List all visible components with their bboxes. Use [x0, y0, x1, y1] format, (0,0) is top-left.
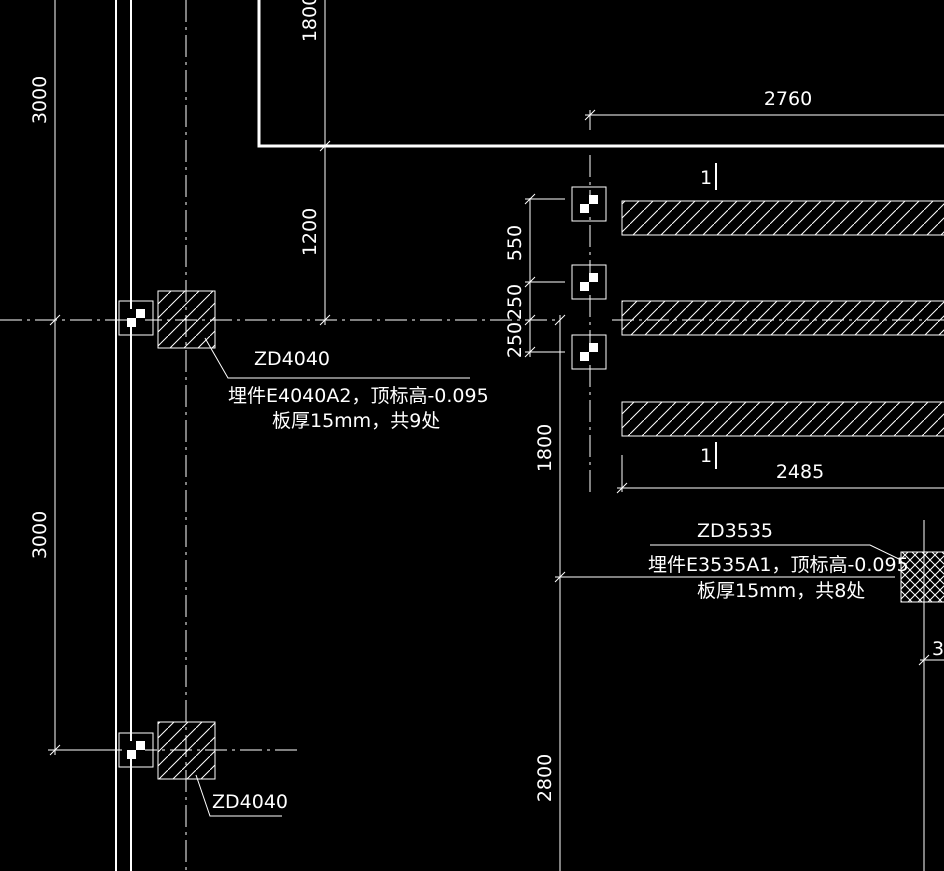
beam-bottom	[621, 401, 944, 437]
label-zd4040-top: ZD4040	[254, 348, 330, 370]
leader-zd4040-top	[204, 337, 470, 379]
beam-middle	[621, 300, 944, 336]
section-label-bottom: 1	[700, 445, 712, 467]
column-hatch-left-bottom	[157, 721, 216, 780]
embed-plate-right-3	[571, 334, 607, 370]
dim-3000-bottom: 3000	[29, 511, 51, 559]
dim-1800-top: 1800	[299, 0, 321, 42]
dim-2485-line	[616, 455, 944, 494]
dim-1800-mid: 1800	[534, 424, 556, 472]
column-crosshatch-right	[900, 551, 944, 603]
dim-550-250-line	[524, 193, 565, 358]
embed-plate-right-2	[571, 264, 607, 300]
embed-plate-left-top	[118, 300, 154, 336]
label-zd3535: ZD3535	[697, 520, 773, 542]
note-zd3535-line1: 埋件E3535A1，顶标高-0.095	[648, 554, 909, 576]
beam-top	[621, 200, 944, 236]
dim-250-b: 250	[504, 322, 526, 358]
dim-2760: 2760	[764, 88, 812, 110]
note-zd3535-line2: 板厚15mm，共8处	[697, 580, 865, 602]
left-wall-lines	[115, 0, 132, 871]
dim-2485: 2485	[776, 461, 824, 483]
leader-zd3535	[650, 544, 902, 578]
note-zd4040-line2: 板厚15mm，共9处	[272, 410, 440, 432]
dim-3000-top: 3000	[29, 76, 51, 124]
dim-2760-line	[584, 109, 944, 130]
dim-1200: 1200	[299, 208, 321, 256]
dim-550: 550	[504, 225, 526, 261]
column-hatch-left-top	[157, 290, 216, 349]
dim-2800: 2800	[534, 754, 556, 802]
dim-left-vertical	[48, 0, 100, 756]
room-outline	[257, 0, 944, 148]
embed-plate-right-1	[571, 186, 607, 222]
label-zd4040-bottom: ZD4040	[212, 791, 288, 813]
dim-1200-line	[319, 0, 331, 326]
note-zd4040-line1: 埋件E4040A2，顶标高-0.095	[228, 385, 489, 407]
leader-zd4040-bottom	[195, 774, 282, 817]
dim-1800-2800-line	[554, 314, 650, 871]
cut-label-right: 3	[932, 638, 944, 660]
right-edge-lines	[918, 520, 944, 871]
dim-250-a: 250	[504, 284, 526, 320]
section-label-top: 1	[700, 167, 712, 189]
